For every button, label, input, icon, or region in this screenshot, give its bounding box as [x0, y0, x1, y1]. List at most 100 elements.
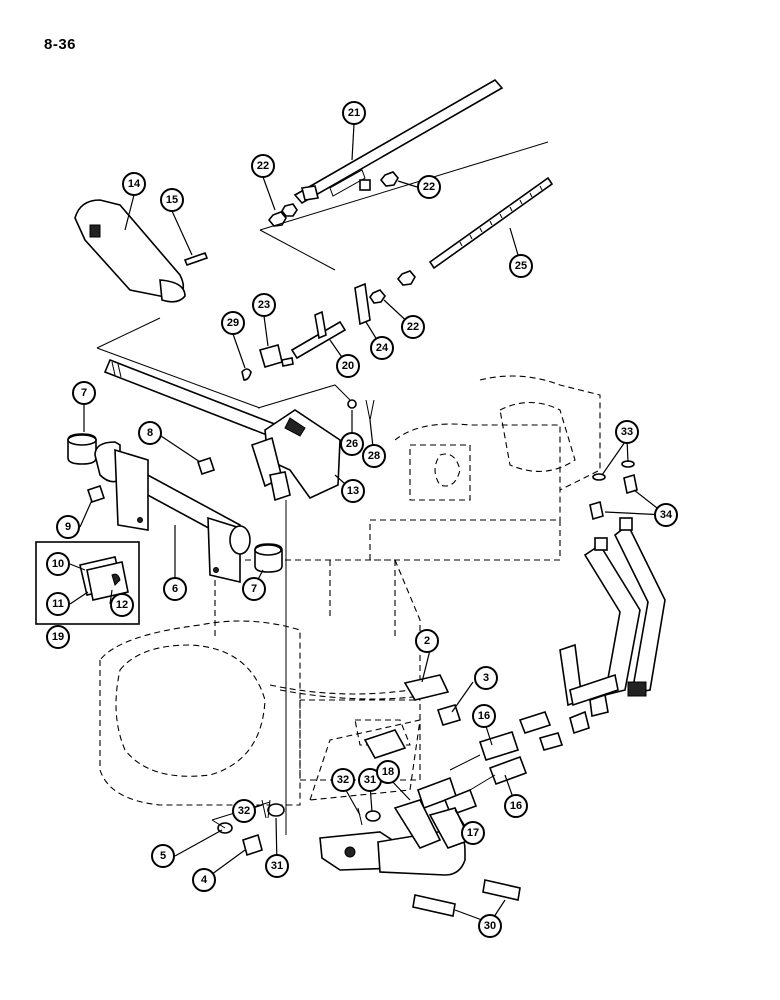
selector-parts — [241, 282, 371, 381]
bottom-hardware — [211, 799, 381, 857]
callout: 26 — [340, 432, 364, 456]
callout: 3 — [474, 666, 498, 690]
svg-text:28: 28 — [368, 450, 380, 462]
slave-cylinder — [309, 719, 472, 876]
callout: 18 — [376, 760, 400, 784]
svg-text:10: 10 — [52, 558, 64, 570]
shift-shaft — [103, 358, 292, 444]
svg-text:12: 12 — [116, 599, 128, 611]
bolt — [436, 704, 462, 726]
callout: 20 — [336, 354, 360, 378]
support-tube — [94, 441, 251, 584]
callout: 10 — [46, 552, 70, 576]
svg-text:19: 19 — [52, 631, 64, 643]
svg-text:8: 8 — [147, 427, 153, 439]
svg-text:4: 4 — [201, 874, 208, 886]
callout: 31 — [358, 768, 382, 792]
svg-text:6: 6 — [172, 583, 178, 595]
callout: 31 — [265, 854, 289, 878]
svg-text:11: 11 — [52, 598, 64, 610]
svg-text:13: 13 — [347, 485, 359, 497]
bushings — [67, 433, 283, 573]
svg-text:7: 7 — [81, 387, 87, 399]
callout: 9 — [56, 515, 80, 539]
svg-text:24: 24 — [376, 342, 389, 354]
svg-text:14: 14 — [128, 178, 141, 190]
callout: 28 — [362, 444, 386, 468]
svg-text:16: 16 — [478, 710, 490, 722]
leader-lines — [69, 123, 667, 924]
svg-text:31: 31 — [271, 860, 283, 872]
callout: 33 — [615, 420, 639, 444]
shift-lever-housing — [74, 199, 186, 303]
callout: 8 — [138, 421, 162, 445]
svg-text:15: 15 — [166, 194, 178, 206]
svg-text:17: 17 — [467, 827, 479, 839]
roll-pin — [183, 251, 209, 267]
svg-text:30: 30 — [484, 920, 496, 932]
callout: 7 — [242, 577, 266, 601]
callout: 24 — [370, 336, 394, 360]
callout: 4 — [192, 868, 216, 892]
svg-text:16: 16 — [510, 800, 522, 812]
threaded-rod — [428, 176, 554, 270]
hex-nuts — [267, 171, 416, 304]
callout: 5 — [151, 844, 175, 868]
svg-text:23: 23 — [258, 299, 270, 311]
svg-text:22: 22 — [407, 321, 419, 333]
pins — [412, 879, 521, 917]
svg-text:21: 21 — [348, 107, 360, 119]
callout: 12 — [110, 593, 134, 617]
svg-text:5: 5 — [160, 850, 166, 862]
callout: 15 — [160, 188, 184, 212]
bolt — [86, 484, 106, 504]
callout: 7 — [72, 381, 96, 405]
callout: 2 — [415, 629, 439, 653]
callout: 25 — [509, 254, 533, 278]
callout: 16 — [504, 794, 528, 818]
leader-bracket — [96, 347, 261, 409]
svg-text:31: 31 — [364, 774, 376, 786]
callout: 22 — [401, 315, 425, 339]
callout: 17 — [461, 821, 485, 845]
svg-text:29: 29 — [227, 317, 239, 329]
callout: 6 — [163, 577, 187, 601]
callout: 32 — [331, 768, 355, 792]
shift-lever-assembly — [251, 399, 375, 502]
svg-text:26: 26 — [346, 438, 358, 450]
callout: 13 — [341, 479, 365, 503]
leader-bracket — [257, 384, 351, 409]
svg-text:34: 34 — [660, 509, 673, 521]
callout: 19 — [46, 625, 70, 649]
svg-text:20: 20 — [342, 360, 354, 372]
page-number: 8-36 — [44, 36, 77, 53]
transmission-housing-outline — [99, 375, 601, 806]
svg-text:22: 22 — [423, 181, 435, 193]
callout: 23 — [252, 293, 276, 317]
callout: 22 — [251, 154, 275, 178]
hydraulic-lines — [559, 460, 666, 735]
callout: 16 — [472, 704, 496, 728]
callout: 30 — [478, 914, 502, 938]
svg-text:32: 32 — [238, 805, 250, 817]
svg-text:33: 33 — [621, 426, 633, 438]
svg-text:7: 7 — [251, 583, 257, 595]
svg-text:18: 18 — [382, 766, 394, 778]
callout: 34 — [654, 503, 678, 527]
svg-text:2: 2 — [424, 635, 430, 647]
bracket — [403, 674, 450, 701]
callout: 32 — [232, 799, 256, 823]
svg-text:32: 32 — [337, 774, 349, 786]
bolt — [196, 456, 216, 476]
callout: 21 — [342, 101, 366, 125]
svg-text:3: 3 — [483, 672, 489, 684]
callout: 11 — [46, 592, 70, 616]
shift-rail — [293, 78, 504, 205]
callout: 14 — [122, 172, 146, 196]
svg-text:9: 9 — [65, 521, 71, 533]
svg-text:25: 25 — [515, 260, 527, 272]
callout: 29 — [221, 311, 245, 335]
callout: 22 — [417, 175, 441, 199]
svg-text:22: 22 — [257, 160, 269, 172]
